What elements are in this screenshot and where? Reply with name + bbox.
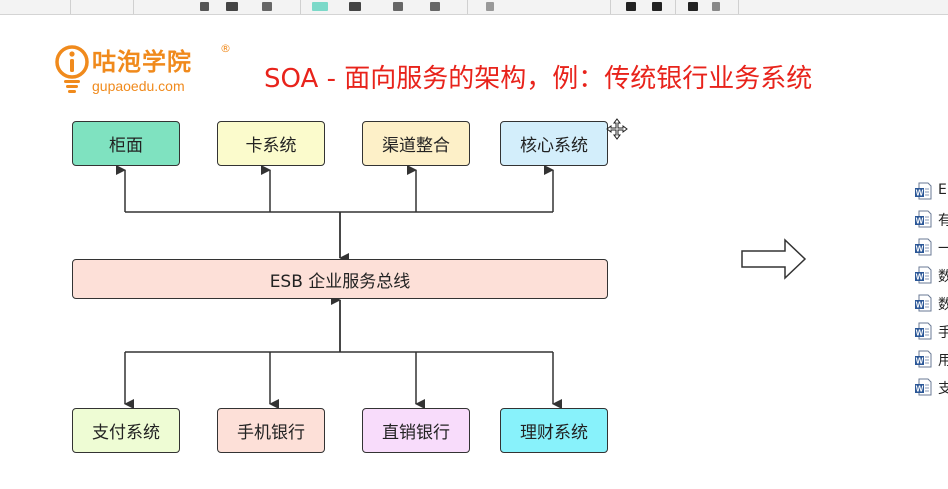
- file-name: E: [938, 182, 947, 198]
- toolbar-separator: [300, 0, 301, 14]
- system-box-counter[interactable]: 柜面: [72, 121, 180, 166]
- toolbar-button[interactable]: [312, 2, 328, 11]
- svg-text:W: W: [916, 245, 924, 254]
- toolbar-button[interactable]: [652, 2, 662, 11]
- toolbar-separator: [738, 0, 739, 14]
- svg-text:W: W: [916, 301, 924, 310]
- svg-text:W: W: [916, 357, 924, 366]
- svg-text:W: W: [916, 273, 924, 282]
- word-doc-icon: W: [915, 350, 932, 368]
- word-doc-icon: W: [915, 238, 932, 256]
- file-name: 手: [938, 325, 948, 341]
- file-item[interactable]: W 有: [914, 206, 948, 234]
- system-label: 核心系统: [520, 136, 588, 156]
- svg-text:W: W: [916, 329, 924, 338]
- svg-text:W: W: [916, 189, 924, 198]
- toolbar-button[interactable]: [393, 2, 403, 11]
- file-item[interactable]: W 数: [914, 290, 948, 318]
- toolbar-separator: [70, 0, 71, 14]
- svg-text:W: W: [916, 217, 924, 226]
- esb-bus-box[interactable]: ESB 企业服务总线: [72, 259, 608, 299]
- toolbar-button[interactable]: [712, 2, 720, 11]
- system-label: 柜面: [109, 136, 143, 156]
- system-box-core[interactable]: 核心系统: [500, 121, 608, 166]
- toolbar-button[interactable]: [688, 2, 698, 11]
- file-name: 数: [938, 297, 948, 313]
- file-item[interactable]: W 支: [914, 374, 948, 402]
- word-doc-icon: W: [915, 322, 932, 340]
- file-item[interactable]: W 用: [914, 346, 948, 374]
- move-cursor-icon: [606, 118, 628, 140]
- word-doc-icon: W: [915, 266, 932, 284]
- lightbulb-logo-icon: [55, 45, 89, 93]
- word-doc-icon: W: [915, 182, 932, 200]
- brand-logo: 咕泡学院 ® gupaoedu.com: [54, 42, 234, 102]
- system-label: 手机银行: [237, 423, 305, 443]
- logo-domain: gupaoedu.com: [92, 78, 185, 94]
- file-name: 有: [938, 213, 948, 229]
- system-box-direct-bank[interactable]: 直销银行: [362, 408, 470, 453]
- file-item[interactable]: W 手: [914, 318, 948, 346]
- word-doc-icon: W: [915, 210, 932, 228]
- word-doc-icon: W: [915, 378, 932, 396]
- system-box-wealth[interactable]: 理财系统: [500, 408, 608, 453]
- slide-title: SOA - 面向服务的架构，例：传统银行业务系统: [264, 64, 813, 94]
- system-box-mobile-bank[interactable]: 手机银行: [217, 408, 325, 453]
- toolbar-separator: [675, 0, 676, 14]
- esb-label: ESB 企业服务总线: [269, 271, 411, 292]
- logo-registered-mark: ®: [220, 42, 231, 55]
- toolbar-button[interactable]: [262, 2, 272, 11]
- toolbar-button[interactable]: [349, 2, 361, 11]
- file-name: 一: [938, 241, 948, 257]
- toolbar-separator: [610, 0, 611, 14]
- system-label: 卡系统: [245, 136, 297, 156]
- word-doc-icon: W: [915, 294, 932, 312]
- system-box-card[interactable]: 卡系统: [217, 121, 325, 166]
- toolbar-button[interactable]: [486, 2, 494, 11]
- system-box-payment[interactable]: 支付系统: [72, 408, 180, 453]
- toolbar-button[interactable]: [626, 2, 636, 11]
- system-label: 理财系统: [520, 423, 588, 443]
- toolbar-separator: [467, 0, 468, 14]
- file-list: W E W 有 W 一 W: [914, 178, 948, 402]
- file-item[interactable]: W 数: [914, 262, 948, 290]
- toolbar-separator: [133, 0, 134, 14]
- system-label: 渠道整合: [382, 136, 450, 156]
- file-name: 支: [938, 381, 948, 397]
- file-item[interactable]: W E: [914, 178, 948, 206]
- svg-text:W: W: [916, 385, 924, 394]
- logo-name: 咕泡学院: [92, 48, 192, 76]
- system-box-channel[interactable]: 渠道整合: [362, 121, 470, 166]
- toolbar-button[interactable]: [226, 2, 238, 11]
- system-label: 直销银行: [382, 423, 450, 443]
- file-name: 数: [938, 269, 948, 285]
- toolbar-button[interactable]: [200, 2, 209, 11]
- right-hollow-arrow-icon: [741, 238, 807, 280]
- system-label: 支付系统: [92, 423, 160, 443]
- file-item[interactable]: W 一: [914, 234, 948, 262]
- toolbar: [0, 0, 948, 15]
- toolbar-button[interactable]: [430, 2, 440, 11]
- file-name: 用: [938, 353, 948, 369]
